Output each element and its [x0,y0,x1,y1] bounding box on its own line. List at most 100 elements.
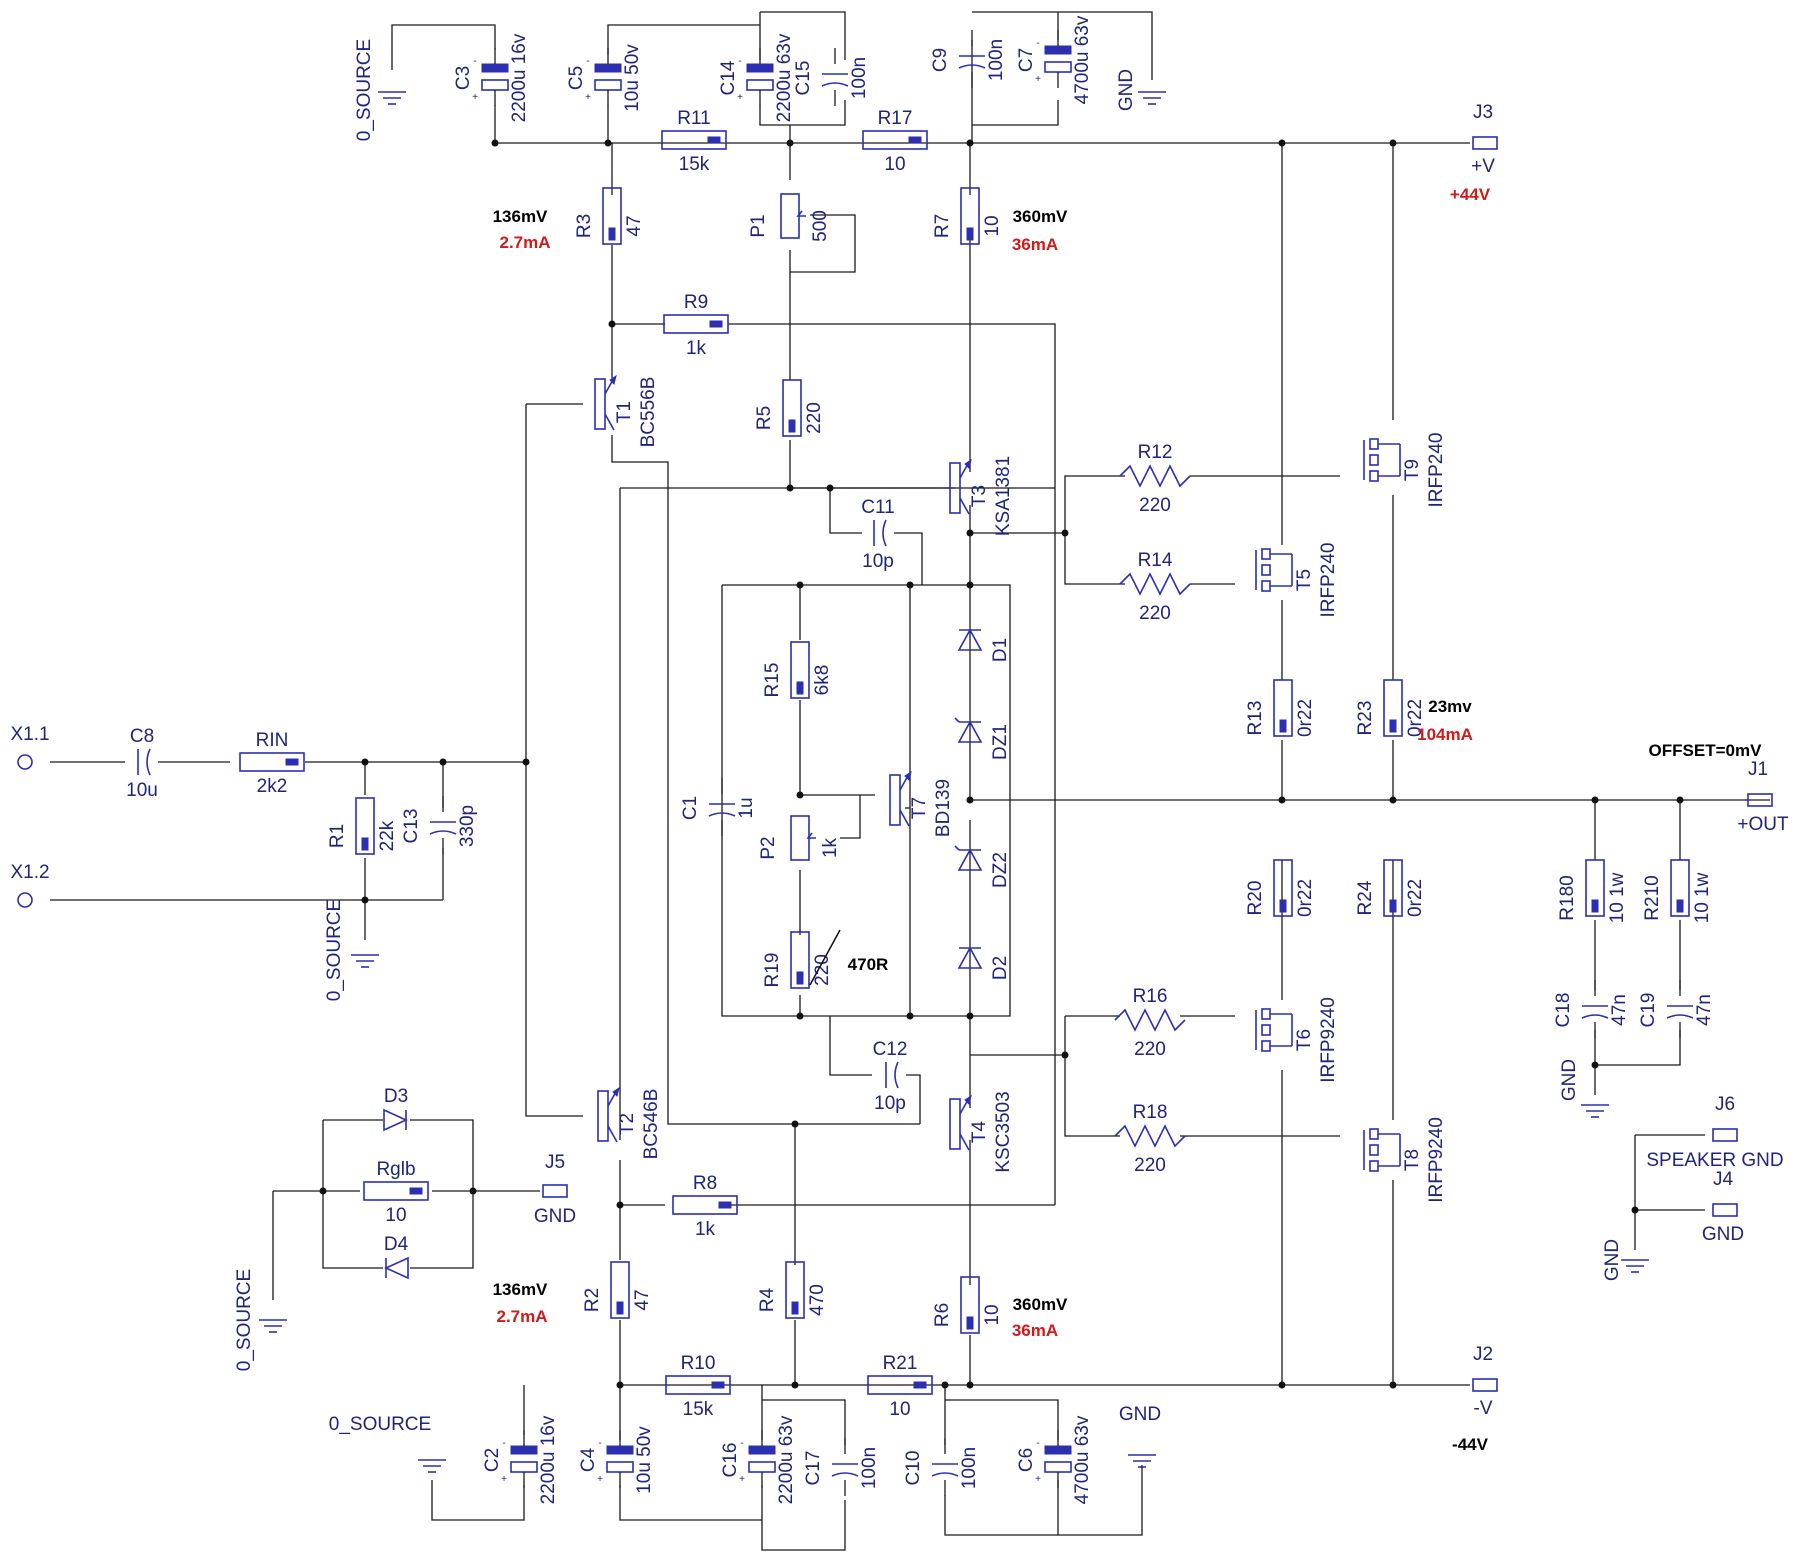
connector-x12: X1.2 [10,862,50,908]
rail-minus: -44V [1452,1435,1489,1454]
cap-c12-value: 10p [874,1093,906,1114]
resistor-r13-ref: R13 [1245,701,1266,736]
resistor-r23-value: 0r22 [1405,699,1426,737]
cap-c9-ref: C9 [930,48,951,72]
offset-note: OFFSET=0mV [1649,741,1763,760]
connector-j2: J2-V [1472,1344,1498,1419]
cap-c13-ref: C13 [401,809,422,844]
junction-dot [906,1012,914,1020]
junction-dot [616,1381,624,1389]
wire [759,100,846,126]
cap-c13: C13 330p [401,796,478,854]
cap-c7-minus: - [1036,38,1039,49]
resistor-r180-value: 10 1w [1607,872,1628,923]
transistor-t2-part: BC546B [641,1089,662,1160]
transistor-t7-ref: T7 [909,797,930,819]
mosfet-t6-part: IRFP9240 [1318,997,1339,1083]
cap-c6-plus: + [1035,1474,1041,1485]
connector-j2-pin: -V [1474,1398,1493,1419]
diode-d1-ref: D1 [990,638,1011,662]
resistor-rin-value: 2k2 [257,776,288,797]
cap-c3-value: 2200u 16v [509,33,530,122]
cap-c6-ref: C6 [1016,1448,1037,1472]
diode-d4: D4 [384,1234,409,1280]
connector-j5-ref: J5 [545,1152,565,1173]
wire [1064,533,1125,585]
junction-dot [1591,1061,1599,1069]
resistor-r14-ref: R14 [1138,550,1173,571]
junction-dot [966,529,974,537]
resistor-r19-value: 220 [812,954,833,986]
mosfet-t5-part: IRFP240 [1318,543,1339,618]
junction-dot [906,581,914,589]
cap-c4-minus: - [598,1438,601,1449]
junction-dot [1389,139,1397,147]
junction-dot [1676,796,1684,804]
cap-c7-value: 4700u 63v [1072,15,1093,104]
wire [525,762,583,1117]
connector-x11-ref: X1.1 [10,724,49,745]
junction-dot [522,758,530,766]
source-label-left: 0_SOURCE [234,1269,255,1371]
ground-symbol [1621,1259,1649,1273]
junction-dot [966,1012,974,1020]
diode-d1: D1 [957,628,1011,662]
cap-c1-value: 1u [736,797,757,818]
resistor-rglb-ref: Rglb [376,1159,415,1180]
ground-symbol [351,954,379,968]
mosfet-t5-ref: T5 [1294,569,1315,591]
wire [607,24,760,55]
cap-c12-ref: C12 [873,1039,908,1060]
junction-dot [1278,796,1286,804]
source-label-top: 0_SOURCE [354,39,375,141]
cap-c16-plus: + [739,1474,745,1485]
cap-c17-value: 100n [859,1447,880,1489]
connector-j1: J1+OUT [1737,759,1789,835]
junction-dot [319,1187,327,1195]
connector-j4-pin: GND [1702,1224,1744,1245]
transistor-t1-part: BC556B [638,377,659,448]
cap-c5-ref: C5 [566,66,587,90]
resistor-r16-ref: R16 [1133,986,1168,1007]
cap-c18-value: 47n [1609,994,1630,1026]
junction-dot [608,320,616,328]
resistor-r18-ref: R18 [1133,1102,1168,1123]
r19-override: 470R [848,955,889,974]
resistor-r1-value: 22k [377,820,398,851]
cap-c6-minus: - [1036,1438,1039,1449]
zener-dz1: DZ1 [954,717,1011,760]
resistor-r17-ref: R17 [878,108,913,129]
transistor-t4-part: KSC3503 [993,1091,1014,1172]
cap-c2-plus: + [501,1474,507,1485]
resistor-r24-ref: R24 [1355,880,1376,915]
junction-dot [604,139,612,147]
gnd-label-c18: GND [1559,1059,1580,1101]
resistor-r20-ref: R20 [1245,881,1266,916]
cap-c10-ref: C10 [903,1451,924,1486]
gnd-label-bottom: GND [1119,1404,1161,1425]
resistor-r5-ref: R5 [754,406,775,430]
meas-r2-i: 2.7mA [496,1307,547,1326]
junction-dot [796,581,804,589]
cap-c13-value: 330p [457,805,478,847]
diode-d4-ref: D4 [384,1234,409,1255]
wire [972,100,1059,126]
